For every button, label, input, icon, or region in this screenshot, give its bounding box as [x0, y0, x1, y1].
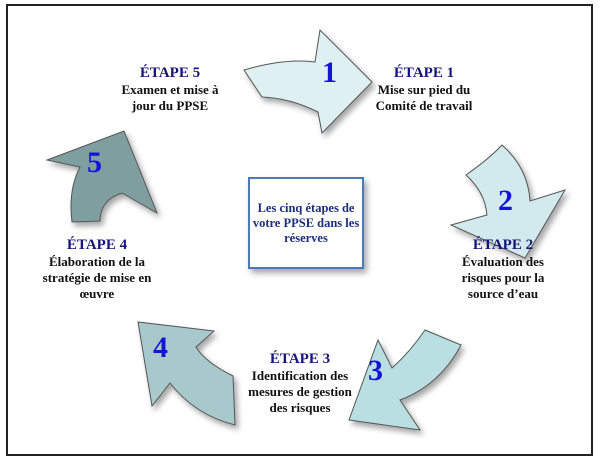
diagram-frame [6, 4, 593, 456]
step-3-heading: ÉTAPE 3 [269, 351, 331, 367]
arrow-step-4: 4 [137, 321, 236, 426]
step-3-text: Identification des mesures de gestion de… [248, 368, 352, 415]
arrow-step-5: 5 [45, 130, 159, 223]
arrow-step-2: 2 [449, 144, 567, 259]
step-2-text: Évaluation des risques pour la source d’… [461, 254, 545, 301]
center-title: Les cinq étapes de votre PPSE dans les r… [252, 200, 360, 245]
step-number-1: 1 [322, 56, 337, 89]
arrow-step-1: 1 [243, 28, 373, 135]
step-number-4: 4 [153, 331, 168, 364]
step-3-label: ÉTAPE 3 Identification des mesures de ge… [225, 350, 375, 416]
step-5-label: ÉTAPE 5 Examen et mise à jour du PPSE [95, 64, 245, 114]
step-number-5: 5 [87, 146, 102, 179]
step-1-heading: ÉTAPE 1 [393, 65, 455, 81]
arrow-step-3: 3 [348, 329, 462, 431]
step-1-label: ÉTAPE 1 Mise sur pied du Comité de trava… [349, 64, 499, 114]
arrow-shape-3 [348, 329, 462, 431]
step-4-label: ÉTAPE 4 Élaboration de la stratégie de m… [22, 236, 172, 302]
step-4-text: Élaboration de la stratégie de mise en œ… [42, 254, 152, 301]
step-2-label: ÉTAPE 2 Évaluation des risques pour la s… [428, 236, 578, 302]
arrow-shape-5 [45, 130, 159, 223]
step-5-heading: ÉTAPE 5 [139, 65, 201, 81]
step-4-heading: ÉTAPE 4 [66, 237, 128, 253]
step-2-heading: ÉTAPE 2 [472, 237, 534, 253]
center-title-box: Les cinq étapes de votre PPSE dans les r… [248, 177, 364, 269]
step-1-text: Mise sur pied du Comité de travail [375, 82, 473, 113]
step-5-text: Examen et mise à jour du PPSE [121, 82, 219, 113]
arrow-shape-4 [137, 321, 236, 426]
step-number-3: 3 [368, 354, 383, 387]
arrow-shape-2 [449, 144, 567, 259]
arrow-shape-1 [243, 28, 373, 135]
step-number-2: 2 [498, 184, 513, 217]
